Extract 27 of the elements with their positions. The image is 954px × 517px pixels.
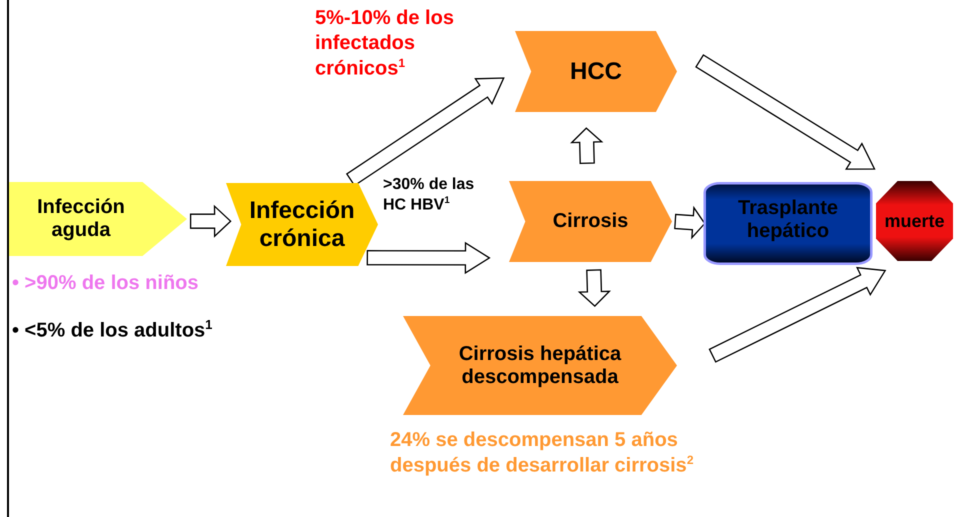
block-arrow <box>346 77 505 186</box>
block-arrow <box>570 127 604 164</box>
stage-chevron <box>515 31 677 112</box>
edge-label: 5%-10% de los infectados crónicos$^{1}$ <box>315 6 455 82</box>
bullet-note: • <5% de los adultos$^{1}$ <box>12 317 212 343</box>
node-label: Infección aguda <box>36 196 126 242</box>
block-arrow <box>366 242 491 274</box>
node-label: Trasplante hepático <box>736 196 840 244</box>
stage-chevron <box>403 316 677 415</box>
node-label: muerte <box>884 210 945 232</box>
stop-octagon <box>876 181 953 261</box>
node-label: Infección crónica <box>248 196 356 252</box>
node-label: HCC <box>570 58 622 86</box>
block-arrow <box>578 269 611 307</box>
block-arrow <box>190 204 232 238</box>
node-label: Cirrosis hepática descompensada <box>458 342 622 388</box>
block-arrow <box>674 206 706 240</box>
node-label: Cirrosis <box>552 210 628 233</box>
block-arrow <box>708 266 886 363</box>
block-arrow <box>695 54 876 170</box>
node-note: 24% se descompensan 5 años después de desarrollar cirrosis$^{2}$ <box>390 428 694 479</box>
stage-chevron <box>226 183 378 266</box>
stage-chevron <box>509 181 672 262</box>
rounded-box <box>703 182 873 265</box>
bullet-note: • >90% de los niños <box>12 272 200 295</box>
stage-pentagon <box>9 182 187 256</box>
edge-label: >30% de las HC HBV$^{1}$ <box>383 175 476 216</box>
